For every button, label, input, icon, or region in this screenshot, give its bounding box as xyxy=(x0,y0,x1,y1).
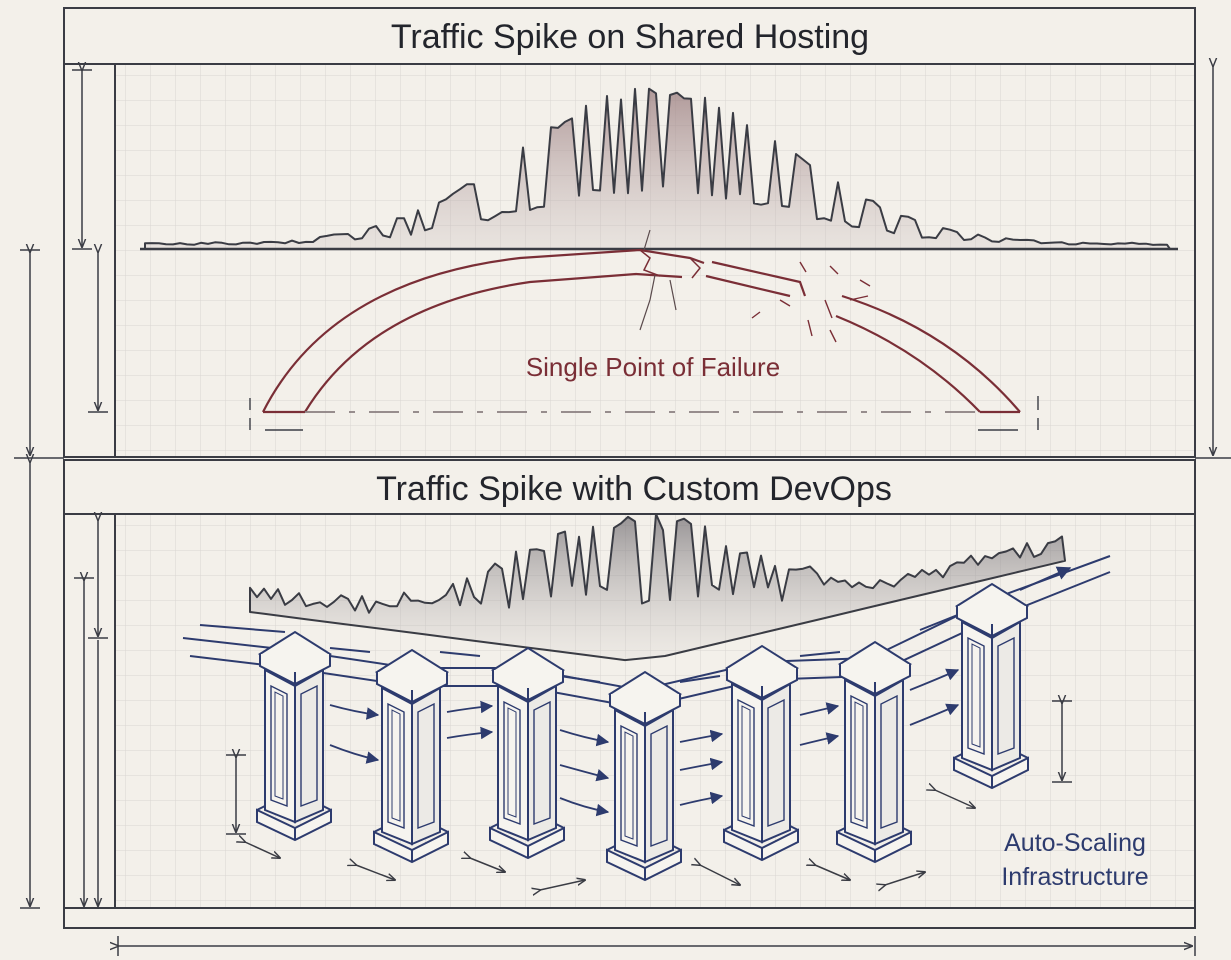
custom-devops-panel: Traffic Spike with Custom DevOps xyxy=(63,459,1196,929)
custom-devops-title: Traffic Spike with Custom DevOps xyxy=(376,470,892,508)
pillar-3 xyxy=(489,646,566,860)
cracked-arch-icon xyxy=(249,229,1039,431)
shared-hosting-frame xyxy=(63,7,1196,458)
pillar-column-icon xyxy=(256,582,1030,882)
auto-scaling-label-line1: Auto-Scaling xyxy=(1004,829,1146,857)
failure-label: Single Point of Failure xyxy=(526,352,780,382)
shared-hosting-title: Traffic Spike on Shared Hosting xyxy=(391,18,869,56)
dimension-lines xyxy=(14,66,1231,956)
pillar-7 xyxy=(953,582,1030,790)
custom-devops-frame xyxy=(63,459,1196,929)
auto-scaling-flow-arrows xyxy=(329,668,960,817)
pillar-6 xyxy=(836,640,913,864)
traffic-spike-devops xyxy=(249,513,1066,662)
pillar-5 xyxy=(723,644,800,862)
auto-scaling-label-line2: Infrastructure xyxy=(1001,863,1148,891)
shared-hosting-panel: Traffic Spike on Shared Hosting Single P… xyxy=(63,7,1196,458)
pillar-1 xyxy=(256,630,333,842)
pillar-2 xyxy=(373,648,450,864)
pillar-4 xyxy=(606,670,683,882)
traffic-spike-shared xyxy=(144,87,1171,250)
